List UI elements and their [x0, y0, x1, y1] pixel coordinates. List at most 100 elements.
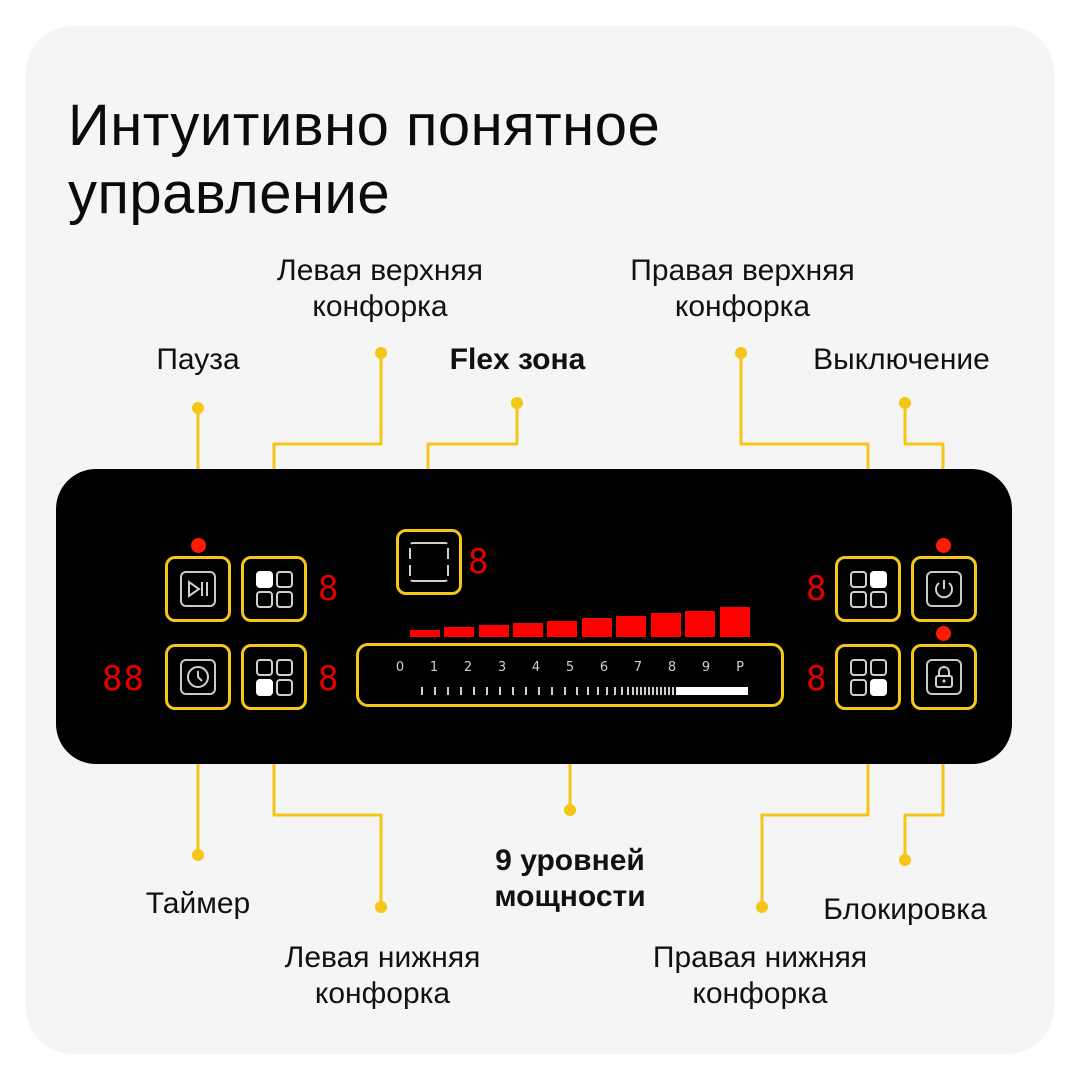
power-level-tick: [660, 687, 662, 695]
label-left-top-line2: конфорка: [312, 290, 448, 323]
power-level-label: 4: [531, 660, 541, 675]
power-bar-7: [616, 616, 646, 637]
power-bar-3: [479, 625, 509, 637]
lock-button[interactable]: [911, 644, 977, 710]
lock-icon: [926, 659, 962, 695]
left-bottom-display: 8: [318, 659, 340, 699]
levels-dot: [564, 804, 576, 816]
power-level-label: 7: [633, 660, 643, 675]
burner-grid-icon: [849, 658, 887, 696]
right-bottom-burner-button[interactable]: [835, 644, 901, 710]
power-level-tick: [473, 687, 475, 695]
label-left-top-line1: Левая верхняя: [277, 254, 483, 287]
left-top-burner-button[interactable]: [241, 556, 307, 622]
label-right-top: Правая верхняя конфорка: [590, 253, 895, 325]
power-level-tick: [672, 687, 674, 695]
label-left-top: Левая верхняя конфорка: [230, 253, 530, 325]
left-top-dot: [375, 347, 387, 359]
page-title: Интуитивно понятное управление: [68, 93, 661, 226]
power-level-tick: [499, 687, 501, 695]
power-level-label: 9: [701, 660, 711, 675]
power-level-tick: [564, 687, 566, 695]
power-bar-1: [410, 630, 440, 637]
timer-button[interactable]: [165, 644, 231, 710]
flex-zone-icon: [409, 542, 449, 582]
power-level-tick: [597, 687, 599, 695]
power-level-tick: [632, 687, 634, 695]
lock-dot: [899, 854, 911, 866]
power-indicator: [936, 538, 951, 553]
power-level-tick: [644, 687, 646, 695]
play-pause-icon: [180, 571, 216, 607]
left-top-display: 8: [318, 569, 340, 609]
left-bottom-burner-button[interactable]: [241, 644, 307, 710]
timer-dot: [192, 849, 204, 861]
power-bar-6: [582, 618, 612, 637]
burner-grid-icon: [255, 570, 293, 608]
power-level-tick: [668, 687, 670, 695]
power-bar-10: [720, 607, 750, 637]
power-level-label: 1: [429, 660, 439, 675]
label-left-bottom-line1: Левая нижняя: [284, 941, 481, 974]
power-level-tick: [652, 687, 654, 695]
power-icon: [926, 571, 962, 607]
label-flex: Flex зона: [449, 343, 586, 376]
power-level-tick: [648, 687, 650, 695]
right-top-dot: [735, 347, 747, 359]
label-power-off: Выключение: [813, 343, 990, 376]
label-right-top-line1: Правая верхняя: [630, 254, 855, 287]
power-level-label: P: [736, 660, 744, 675]
flex-zone-display: 8: [468, 542, 490, 582]
power-level-slider[interactable]: [356, 643, 784, 707]
power-level-tick: [421, 687, 423, 695]
power-bar-2: [444, 627, 474, 637]
burner-grid-icon: [849, 570, 887, 608]
power-level-fill: [676, 687, 748, 695]
power-bar-9: [685, 611, 715, 637]
label-right-top-line2: конфорка: [674, 290, 811, 323]
right-top-burner-button[interactable]: [835, 556, 901, 622]
power-level-tick: [525, 687, 527, 695]
label-right-bottom-line1: Правая нижняя: [652, 941, 868, 974]
power-bar-4: [513, 623, 543, 637]
power-level-label: 3: [497, 660, 507, 675]
power-level-tick: [538, 687, 540, 695]
power-off-button[interactable]: [911, 556, 977, 622]
clock-icon: [180, 659, 216, 695]
label-lock: Блокировка: [823, 893, 987, 926]
power-level-tick: [587, 687, 589, 695]
pause-dot: [192, 402, 204, 414]
power-level-tick: [486, 687, 488, 695]
burner-grid-icon: [255, 658, 293, 696]
label-power-levels-line2: мощности: [494, 880, 646, 913]
label-pause: Пауза: [156, 343, 240, 376]
power-level-label: 5: [565, 660, 575, 675]
power-level-tick: [447, 687, 449, 695]
power-level-tick: [460, 687, 462, 695]
power-off-dot: [899, 397, 911, 409]
power-level-tick: [664, 687, 666, 695]
power-bar-5: [547, 621, 577, 637]
power-level-tick: [434, 687, 436, 695]
power-level-label: 0: [395, 660, 405, 675]
pause-button[interactable]: [165, 556, 231, 622]
right-bottom-dot: [756, 901, 768, 913]
power-level-label: 2: [463, 660, 473, 675]
power-level-tick: [627, 687, 629, 695]
pause-indicator: [191, 538, 206, 553]
label-timer: Таймер: [145, 887, 251, 920]
label-right-bottom: Правая нижняя конфорка: [615, 940, 905, 1012]
timer-display: 88: [102, 659, 145, 699]
power-level-tick: [614, 687, 616, 695]
power-level-tick: [656, 687, 658, 695]
power-level-label: 6: [599, 660, 609, 675]
left-bottom-dot: [375, 901, 387, 913]
label-right-bottom-line2: конфорка: [692, 977, 828, 1010]
power-level-tick: [621, 687, 623, 695]
flex-dot: [511, 397, 523, 409]
power-level-tick: [640, 687, 642, 695]
power-level-tick: [576, 687, 578, 695]
label-left-bottom-line2: конфорка: [314, 977, 451, 1010]
flex-zone-button[interactable]: [396, 529, 462, 595]
label-power-levels: 9 уровней мощности: [460, 843, 680, 915]
